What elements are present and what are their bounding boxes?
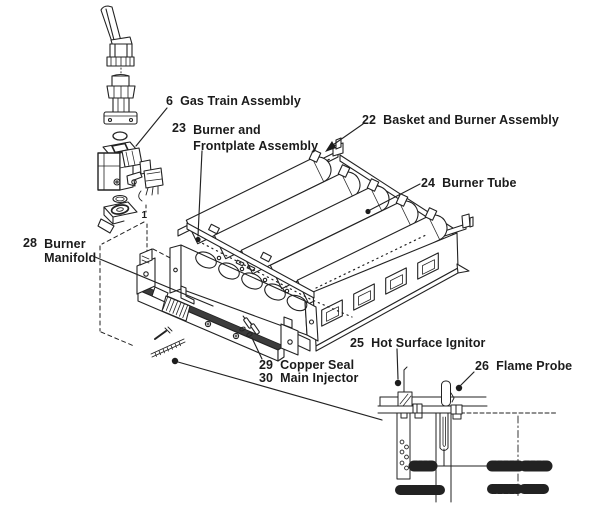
part-label: Flame Probe (496, 359, 573, 373)
frontplate-holes (195, 251, 308, 312)
part-number: 25 (350, 336, 365, 350)
part-label: Basket and Burner Assembly (383, 113, 559, 127)
callout-gas-train: 6 Gas Train Assembly (166, 95, 301, 108)
callout-hot-surface-ignitor: 25 Hot Surface Ignitor (350, 337, 486, 350)
part-number: 28 (23, 236, 38, 250)
leader-flame-probe (460, 371, 475, 386)
part-label: Copper Seal (280, 358, 355, 372)
part-number: 6 (166, 94, 174, 108)
part-number: 22 (362, 113, 377, 127)
ignitor-perforations (399, 439, 409, 471)
part-number: 23 (172, 121, 187, 135)
part-label: Burner Manifold (44, 237, 97, 265)
tube-clips (308, 149, 438, 221)
part-label: Main Injector (280, 371, 359, 385)
leader-ignitor (396, 348, 399, 380)
part-number: 30 (259, 371, 274, 385)
part-label: Hot Surface Ignitor (371, 336, 486, 350)
callout-burner-manifold: 28 Burner Manifold (23, 236, 97, 266)
part-number: 24 (421, 176, 436, 190)
leader-copper-seal (251, 337, 263, 360)
manifold-drawing (136, 248, 299, 362)
burner-tubes (185, 156, 448, 305)
part-label: Burner and Frontplate Assembly (193, 123, 319, 153)
leader-gas-train (135, 107, 168, 147)
wall-slots (321, 252, 439, 327)
leader-basket (329, 123, 364, 148)
part-label: Gas Train Assembly (180, 94, 301, 108)
part-number: 26 (475, 359, 490, 373)
gas-train-drawing (97, 5, 164, 234)
hatch-bands-bottom (395, 484, 549, 495)
ignitor-probe-detail-drawing (377, 366, 557, 503)
callout-burner-tube: 24 Burner Tube (421, 177, 517, 190)
leader-manifold (94, 256, 214, 307)
threaded-rod (150, 338, 186, 358)
part-label: Burner Tube (442, 176, 517, 190)
callout-basket-burner: 22 Basket and Burner Assembly (362, 114, 559, 127)
leader-frontplate (197, 150, 203, 237)
injector-pair (239, 315, 260, 337)
callout-main-injector: 30 Main Injector (259, 372, 359, 385)
leader-detail-inset (177, 361, 383, 421)
callout-copper-seal: 29 Copper Seal (259, 359, 354, 372)
frontplate-drawing (169, 244, 319, 342)
exploded-screw (154, 326, 173, 340)
valve-item-mark: 1 (142, 210, 148, 221)
leader-burner-tube (369, 183, 421, 211)
part-number: 29 (259, 358, 274, 372)
callout-burner-frontplate: 23 Burner and Frontplate Assembly (172, 122, 318, 154)
leader-lines (94, 107, 475, 421)
basket-assembly-drawing (177, 137, 474, 352)
callout-flame-probe: 26 Flame Probe (475, 360, 572, 373)
